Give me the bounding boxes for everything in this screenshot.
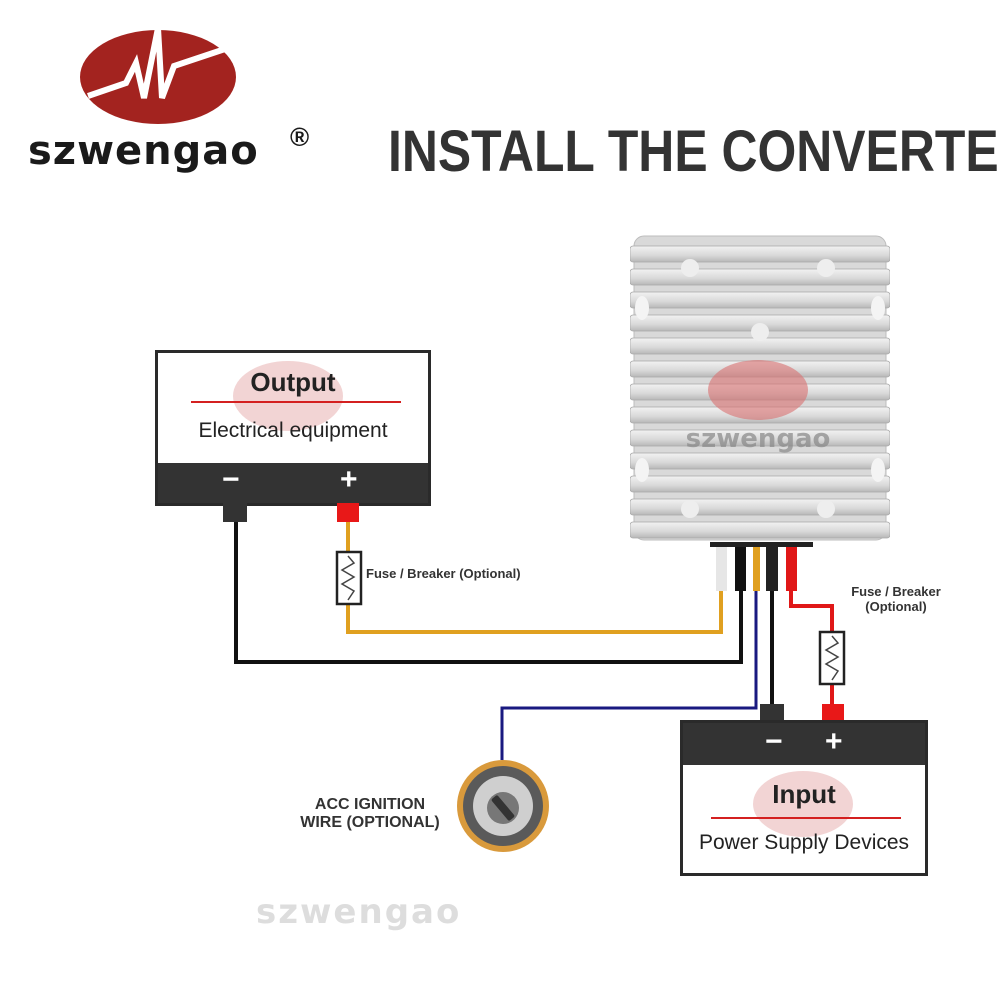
heatsink-fin: [630, 475, 890, 493]
input-fuse-label-line1: Fuse / Breaker: [851, 584, 941, 599]
heatsink-fin: [630, 245, 890, 263]
output-negative-wire: [234, 520, 743, 664]
wire-sleeve-black-2: [766, 547, 778, 591]
input-fuse-label: Fuse / Breaker (Optional): [848, 584, 944, 614]
heatsink-fin: [630, 429, 890, 447]
input-divider: [711, 817, 901, 819]
output-plus-terminal: +: [340, 463, 358, 496]
input-device-box: − + Input Power Supply Devices: [680, 720, 928, 876]
heatsink-fin: [630, 452, 890, 470]
heatsink-fin: [630, 268, 890, 286]
input-positive-post: [822, 704, 844, 724]
logo-watermark-icon-2: [753, 771, 853, 837]
input-negative-post: [760, 704, 784, 724]
input-fuse-icon: [818, 630, 846, 686]
input-subtitle: Power Supply Devices: [698, 831, 910, 854]
ignition-switch-icon: [457, 760, 549, 852]
output-device-box: Output Electrical equipment − +: [155, 350, 431, 506]
output-negative-post: [223, 503, 247, 522]
wire-sleeve-white: [716, 547, 727, 591]
ignition-label: ACC IGNITION WIRE (OPTIONAL): [290, 796, 450, 832]
input-heading: Input: [772, 779, 836, 809]
input-terminal-bar: − +: [683, 723, 925, 765]
output-heading: Output: [250, 367, 336, 397]
output-minus-terminal: −: [222, 463, 240, 496]
output-fuse-label: Fuse / Breaker (Optional): [366, 566, 521, 581]
output-positive-post: [337, 503, 359, 522]
brand-logo-icon: [80, 28, 236, 124]
ignition-label-line1: ACC IGNITION: [314, 796, 426, 813]
connector-strip: [710, 542, 813, 547]
brand-name: szwengao: [28, 128, 259, 174]
svg-text:szwengao: szwengao: [686, 424, 831, 454]
input-fuse-label-line2: (Optional): [865, 599, 927, 614]
heatsink-fin: [630, 291, 890, 309]
wire-sleeve-black: [735, 547, 746, 591]
input-plus-terminal: +: [825, 725, 843, 758]
registered-mark: ®: [290, 122, 310, 152]
output-divider: [191, 401, 401, 403]
output-terminal-bar: − +: [158, 463, 428, 503]
ignition-wire: [500, 575, 758, 760]
page-title: INSTALL THE CONVERTER: [388, 119, 1000, 184]
output-fuse-icon: [335, 550, 363, 606]
ignition-label-line2: WIRE (OPTIONAL): [300, 814, 440, 831]
wire-sleeve-yellow: [753, 547, 760, 591]
watermark-text: szwengao: [256, 892, 462, 932]
converter-icon: szwengao: [630, 235, 890, 541]
wire-sleeve-red: [786, 547, 797, 591]
logo-watermark-icon: [233, 361, 343, 431]
heatsink-fin: [630, 498, 890, 516]
output-subtitle: Electrical equipment: [198, 419, 388, 442]
heatsink-fin: [630, 521, 890, 539]
input-minus-terminal: −: [765, 725, 783, 758]
